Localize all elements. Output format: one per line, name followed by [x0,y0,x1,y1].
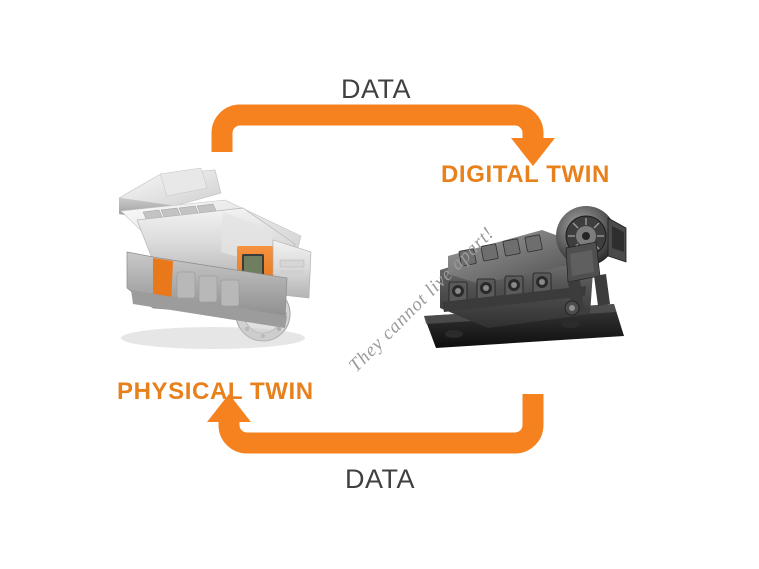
physical-twin-label: PHYSICAL TWIN [117,378,314,405]
data-label-bottom: DATA [345,464,416,494]
data-label-top: DATA [341,74,412,104]
digital-twin-image [418,196,636,364]
digital-twin-label: DIGITAL TWIN [441,161,610,188]
physical-twin-image [97,148,335,362]
